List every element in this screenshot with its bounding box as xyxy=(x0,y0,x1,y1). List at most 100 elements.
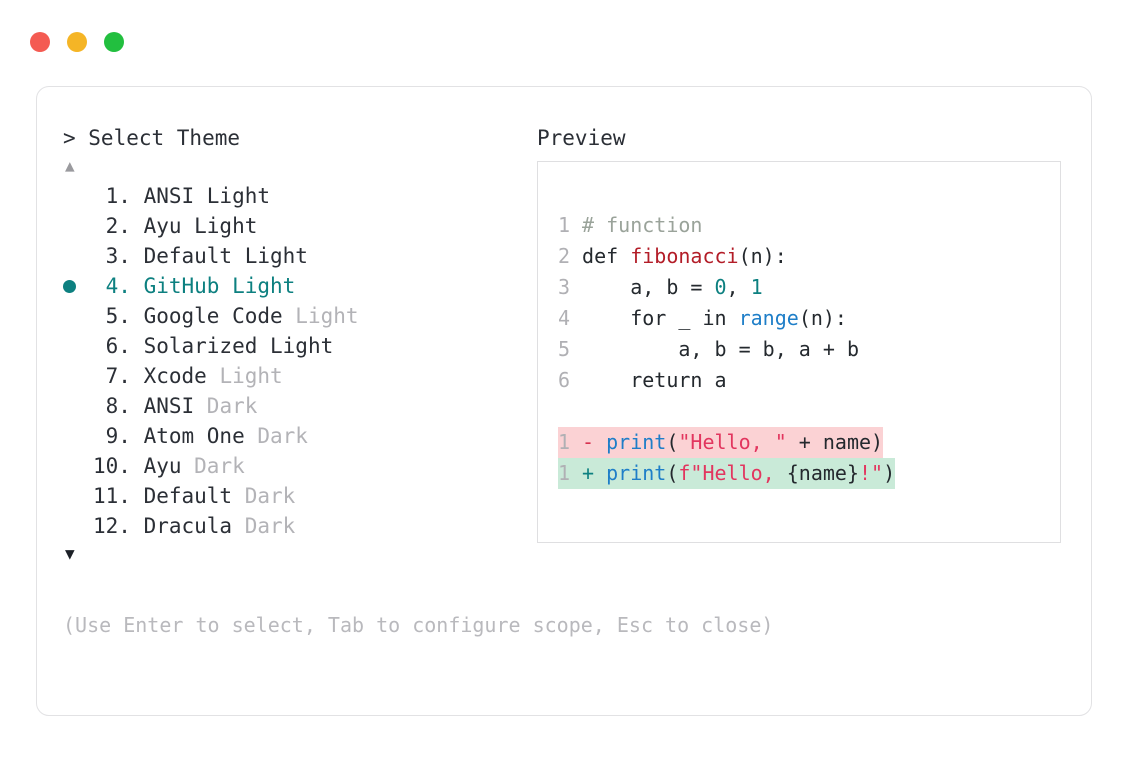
theme-selection-column: > Select Theme ▲ 1. ANSI Light 2. Ayu Li… xyxy=(63,123,533,567)
theme-item-index: 6. xyxy=(93,334,144,358)
theme-item-name: Xcode xyxy=(143,364,220,388)
keyboard-hint: (Use Enter to select, Tab to configure s… xyxy=(63,613,774,637)
theme-item-name: Ayu xyxy=(143,454,195,478)
theme-item-name: Atom One xyxy=(143,424,258,448)
line-number: 1 xyxy=(558,461,571,485)
code-line: 3 a, b = 0, 1 xyxy=(558,272,895,303)
code-token: "Hello, " xyxy=(678,430,787,454)
theme-list-item[interactable]: 11. Default Dark xyxy=(63,481,533,511)
theme-list-item[interactable]: 6. Solarized Light xyxy=(63,331,533,361)
theme-item-index: 8. xyxy=(93,394,144,418)
theme-item-name: Default xyxy=(143,484,245,508)
code-line: 4 for _ in range(n): xyxy=(558,303,895,334)
line-number: 2 xyxy=(558,244,571,268)
theme-item-variant: Light xyxy=(295,304,359,328)
theme-list-item[interactable]: 8. ANSI Dark xyxy=(63,391,533,421)
code-gutter-space xyxy=(570,337,582,361)
diff-added-line: 1 + print(f"Hello, {name}!") xyxy=(558,458,896,489)
code-token: return a xyxy=(582,368,727,392)
theme-item-name: GitHub Light xyxy=(143,274,296,298)
theme-list-item[interactable]: 9. Atom One Dark xyxy=(63,421,533,451)
theme-picker-card: > Select Theme ▲ 1. ANSI Light 2. Ayu Li… xyxy=(36,86,1092,716)
code-token: a, b = b, a + b xyxy=(582,337,859,361)
line-number: 3 xyxy=(558,275,571,299)
minimize-button[interactable] xyxy=(67,32,87,52)
line-number: 6 xyxy=(558,368,571,392)
close-button[interactable] xyxy=(30,32,50,52)
code-gutter-space xyxy=(570,275,582,299)
theme-item-variant: Dark xyxy=(257,424,308,448)
theme-item-name: Ayu Light xyxy=(143,214,258,238)
theme-item-variant: Light xyxy=(219,364,283,388)
code-line: 6 return a xyxy=(558,365,895,396)
theme-item-variant: Dark xyxy=(194,454,245,478)
selected-bullet-icon xyxy=(63,273,93,303)
code-token: ( xyxy=(666,461,679,485)
code-token: {name} xyxy=(786,461,860,485)
code-line: 1 # function xyxy=(558,210,895,241)
code-token: (n): xyxy=(738,244,787,268)
code-token: (n): xyxy=(798,306,847,330)
theme-list-item[interactable]: 10. Ayu Dark xyxy=(63,451,533,481)
code-token: # function xyxy=(582,213,703,237)
code-token: f"Hello, xyxy=(678,461,787,485)
code-line: 2 def fibonacci(n): xyxy=(558,241,895,272)
theme-item-index: 3. xyxy=(93,244,144,268)
code-token: + name) xyxy=(786,430,884,454)
theme-item-index: 10. xyxy=(93,454,144,478)
theme-list-item[interactable]: 4. GitHub Light xyxy=(63,271,533,301)
diff-marker: + xyxy=(570,461,607,485)
code-token: range xyxy=(738,306,799,330)
code-token: ( xyxy=(666,430,679,454)
line-number: 1 xyxy=(558,430,571,454)
code-token: 1 xyxy=(750,275,763,299)
code-token: print xyxy=(606,461,667,485)
theme-list-item[interactable]: 1. ANSI Light xyxy=(63,181,533,211)
theme-list-item[interactable]: 2. Ayu Light xyxy=(63,211,533,241)
window-traffic-lights xyxy=(30,32,124,52)
theme-item-index: 9. xyxy=(93,424,144,448)
theme-list[interactable]: 1. ANSI Light 2. Ayu Light 3. Default Li… xyxy=(63,181,533,541)
theme-item-index: 7. xyxy=(93,364,144,388)
theme-item-name: ANSI xyxy=(143,394,207,418)
code-gutter-space xyxy=(570,368,582,392)
theme-item-index: 5. xyxy=(93,304,144,328)
theme-list-item[interactable]: 7. Xcode Light xyxy=(63,361,533,391)
theme-item-variant: Dark xyxy=(244,514,296,538)
scroll-down-indicator-icon[interactable]: ▼ xyxy=(65,544,75,563)
code-token: def xyxy=(582,244,631,268)
line-number: 4 xyxy=(558,306,571,330)
code-token: , xyxy=(726,275,751,299)
theme-list-item[interactable]: 3. Default Light xyxy=(63,241,533,271)
theme-item-index: 1. xyxy=(93,184,144,208)
theme-item-name: ANSI Light xyxy=(143,184,271,208)
diff-highlight: 1 + print(f"Hello, {name}!") xyxy=(558,458,896,489)
theme-item-index: 11. xyxy=(93,484,144,508)
diff-highlight: 1 - print("Hello, " + name) xyxy=(558,427,884,458)
code-gutter-space xyxy=(570,306,582,330)
code-token: !" xyxy=(859,461,884,485)
code-gutter-space xyxy=(570,244,582,268)
prompt-title: > Select Theme xyxy=(63,126,241,150)
theme-item-index: 2. xyxy=(93,214,144,238)
theme-item-variant: Dark xyxy=(206,394,258,418)
code-token: print xyxy=(606,430,667,454)
theme-list-item[interactable]: 12. Dracula Dark xyxy=(63,511,533,541)
code-token: 0 xyxy=(714,275,727,299)
diff-block: 1 - print("Hello, " + name)1 + print(f"H… xyxy=(558,427,896,489)
code-token: fibonacci xyxy=(630,244,739,268)
theme-item-name: Google Code xyxy=(143,304,296,328)
theme-item-name: Solarized Light xyxy=(143,334,334,358)
scroll-up-indicator-icon[interactable]: ▲ xyxy=(65,156,75,175)
code-gutter-space xyxy=(570,213,582,237)
code-token: for _ in xyxy=(582,306,739,330)
diff-marker: - xyxy=(570,430,607,454)
maximize-button[interactable] xyxy=(104,32,124,52)
theme-list-item[interactable]: 5. Google Code Light xyxy=(63,301,533,331)
line-number: 5 xyxy=(558,337,571,361)
theme-item-name: Default Light xyxy=(143,244,308,268)
theme-item-name: Dracula xyxy=(143,514,245,538)
code-token: ) xyxy=(883,461,896,485)
